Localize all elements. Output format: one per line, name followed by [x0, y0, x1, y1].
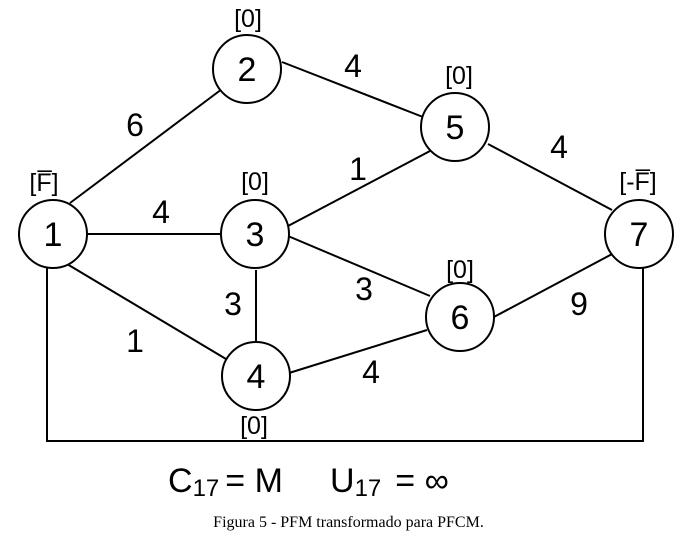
- cost-value: = M: [225, 462, 283, 500]
- capacity-parameter: U17 = ∞: [330, 462, 449, 502]
- node-4-label: 4: [247, 358, 266, 396]
- edge-1-7: [46, 268, 644, 442]
- edge-1-4: [66, 263, 227, 360]
- cost-symbol: C: [168, 462, 193, 500]
- edge-1-2: [69, 88, 223, 204]
- weight-4-6: 4: [362, 354, 380, 390]
- node-6-label: 6: [451, 299, 470, 337]
- capacity-value: = ∞: [395, 462, 449, 500]
- node-5-label: 5: [446, 109, 465, 147]
- capacity-symbol: U: [330, 462, 355, 500]
- weight-5-7: 4: [550, 129, 568, 165]
- node-2-supply: [0]: [234, 5, 262, 33]
- node-1-supply: [F̅]: [29, 169, 58, 197]
- weight-1-2: 6: [126, 107, 144, 143]
- weight-2-5: 4: [344, 48, 362, 84]
- cost-subscript: 17: [193, 475, 220, 502]
- node-2-label: 2: [238, 51, 257, 89]
- capacity-subscript: 17: [355, 475, 382, 502]
- edge-2-5: [281, 61, 424, 118]
- node-3-supply: [0]: [241, 168, 269, 196]
- node-7-supply: [-F̅]: [619, 168, 657, 196]
- node-4-supply: [0]: [240, 412, 268, 440]
- node-4[interactable]: 4: [221, 341, 291, 411]
- node-3[interactable]: 3: [220, 199, 290, 269]
- edge-3-6: [287, 235, 431, 297]
- weight-3-5: 1: [349, 151, 367, 187]
- node-5[interactable]: 5: [420, 92, 490, 162]
- edge-5-7: [487, 143, 613, 211]
- weight-3-6: 3: [355, 271, 373, 307]
- edge-4-6: [288, 329, 428, 374]
- edge-3-5: [287, 150, 431, 227]
- weight-6-7: 9: [570, 286, 588, 322]
- weight-1-4: 1: [126, 323, 144, 359]
- edge-6-7: [491, 252, 615, 319]
- node-6-supply: [0]: [446, 256, 474, 284]
- weight-3-4: 3: [224, 286, 242, 322]
- node-1-label: 1: [44, 216, 63, 254]
- node-7-label: 7: [630, 216, 649, 254]
- node-1[interactable]: 1: [18, 199, 88, 269]
- node-3-label: 3: [246, 216, 265, 254]
- node-6[interactable]: 6: [425, 282, 495, 352]
- figure-caption: Figura 5 - PFM transformado para PFCM.: [213, 514, 484, 531]
- node-2[interactable]: 2: [212, 34, 282, 104]
- node-7[interactable]: 7: [604, 199, 674, 269]
- node-5-supply: [0]: [445, 62, 473, 90]
- weight-1-3: 4: [152, 194, 170, 230]
- cost-parameter: C17= M: [168, 462, 283, 502]
